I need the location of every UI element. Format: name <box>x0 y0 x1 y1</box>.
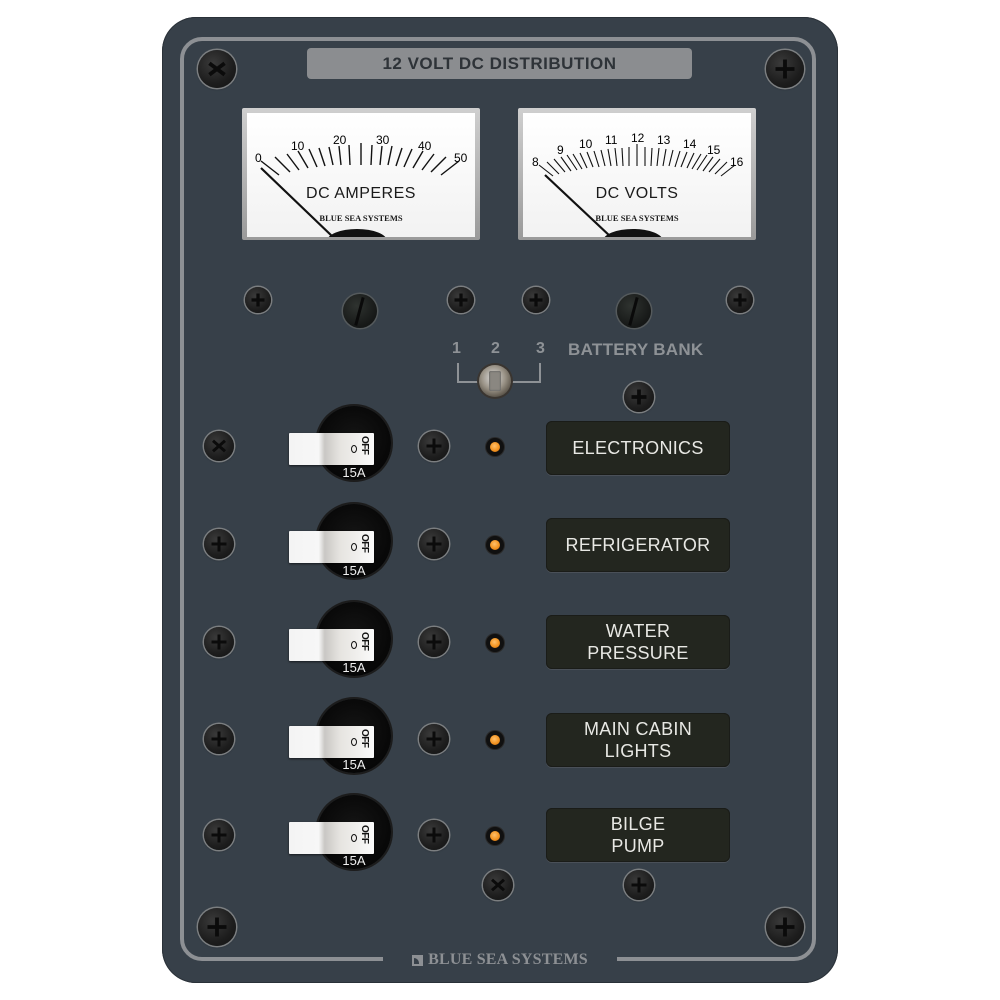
screw-icon <box>419 529 449 559</box>
breaker-rating: 15A <box>342 660 366 675</box>
indicator-led <box>486 536 504 554</box>
brand-footer: BLUE SEA SYSTEMS <box>383 949 617 971</box>
screw-icon <box>204 627 234 657</box>
voltmeter-scale <box>538 144 736 177</box>
screw-icon <box>448 287 474 313</box>
panel-title: 12 VOLT DC DISTRIBUTION <box>307 48 692 79</box>
ammeter-tick-30: 30 <box>376 133 390 147</box>
ammeter-needle <box>260 167 386 237</box>
screw-icon <box>419 431 449 461</box>
ammeter-tick-20: 20 <box>333 133 347 147</box>
off-symbol-icon <box>351 834 357 842</box>
screw-icon <box>204 724 234 754</box>
voltmeter-tick-14: 14 <box>683 137 697 151</box>
screw-icon <box>766 50 804 88</box>
off-marking: OFF <box>359 534 370 553</box>
indicator-led <box>486 438 504 456</box>
brand-name: BLUE SEA SYSTEMS <box>428 951 588 968</box>
ammeter-face: 0 10 20 30 40 50 DC AMPERES BLUE SEA SYS… <box>247 113 475 237</box>
ammeter-scale <box>260 143 460 176</box>
indicator-led <box>486 731 504 749</box>
circuit-label: REFRIGERATOR <box>546 518 730 572</box>
screw-icon <box>419 724 449 754</box>
voltmeter-tick-10: 10 <box>579 137 593 151</box>
voltmeter-tick-13: 13 <box>657 133 671 147</box>
screw-icon <box>766 908 804 946</box>
off-marking: OFF <box>359 632 370 651</box>
off-symbol-icon <box>351 641 357 649</box>
battery-bank-label: BATTERY BANK <box>568 340 704 359</box>
voltmeter-tick-15: 15 <box>707 143 721 157</box>
screw-icon <box>727 287 753 313</box>
battery-position-1: 1 <box>452 340 461 357</box>
indicator-led <box>486 827 504 845</box>
screw-icon <box>419 627 449 657</box>
breaker-toggle-water-pressure[interactable]: OFF <box>289 629 374 661</box>
off-marking: OFF <box>359 729 370 748</box>
screw-icon <box>204 431 234 461</box>
voltmeter: 8 9 10 11 12 13 14 15 16 DC VOLTS BLUE S… <box>518 108 756 240</box>
breaker-toggle-refrigerator[interactable]: OFF <box>289 531 374 563</box>
circuit-label: ELECTRONICS <box>546 421 730 475</box>
battery-bank-selector-knob[interactable] <box>479 365 511 397</box>
slotted-screw-icon <box>617 294 651 328</box>
screw-icon <box>523 287 549 313</box>
ammeter-tick-40: 40 <box>418 139 432 153</box>
ammeter-tick-0: 0 <box>255 151 262 165</box>
voltmeter-face: 8 9 10 11 12 13 14 15 16 DC VOLTS BLUE S… <box>523 113 751 237</box>
off-marking: OFF <box>359 436 370 455</box>
off-marking: OFF <box>359 825 370 844</box>
voltmeter-tick-8: 8 <box>532 155 539 169</box>
voltmeter-tick-9: 9 <box>557 143 564 157</box>
blue-sea-logo-icon <box>412 954 424 966</box>
screw-icon <box>419 820 449 850</box>
off-symbol-icon <box>351 543 357 551</box>
breaker-rating: 15A <box>342 563 366 578</box>
battery-position-2: 2 <box>491 340 500 357</box>
breaker-rating: 15A <box>342 757 366 772</box>
screw-icon <box>624 382 654 412</box>
screw-icon <box>483 870 513 900</box>
indicator-led <box>486 634 504 652</box>
voltmeter-needle <box>544 174 662 237</box>
battery-position-3: 3 <box>536 340 545 357</box>
ammeter-brand: BLUE SEA SYSTEMS <box>319 213 403 223</box>
breaker-toggle-electronics[interactable]: OFF <box>289 433 374 465</box>
breaker-toggle-bilge-pump[interactable]: OFF <box>289 822 374 854</box>
ammeter: 0 10 20 30 40 50 DC AMPERES BLUE SEA SYS… <box>242 108 480 240</box>
voltmeter-brand: BLUE SEA SYSTEMS <box>595 213 679 223</box>
screw-icon <box>204 820 234 850</box>
voltmeter-tick-16: 16 <box>730 155 744 169</box>
voltmeter-label: DC VOLTS <box>595 185 679 202</box>
breaker-rating: 15A <box>342 853 366 868</box>
off-symbol-icon <box>351 738 357 746</box>
ammeter-label: DC AMPERES <box>306 185 416 202</box>
screw-icon <box>624 870 654 900</box>
screw-icon <box>198 50 236 88</box>
slotted-screw-icon <box>343 294 377 328</box>
screw-icon <box>245 287 271 313</box>
breaker-toggle-main-cabin-lights[interactable]: OFF <box>289 726 374 758</box>
voltmeter-tick-11: 11 <box>605 133 618 147</box>
screw-icon <box>198 908 236 946</box>
off-symbol-icon <box>351 445 357 453</box>
ammeter-tick-50: 50 <box>454 151 468 165</box>
voltmeter-tick-12: 12 <box>631 131 645 145</box>
ammeter-tick-10: 10 <box>291 139 305 153</box>
breaker-rating: 15A <box>342 465 366 480</box>
screw-icon <box>204 529 234 559</box>
